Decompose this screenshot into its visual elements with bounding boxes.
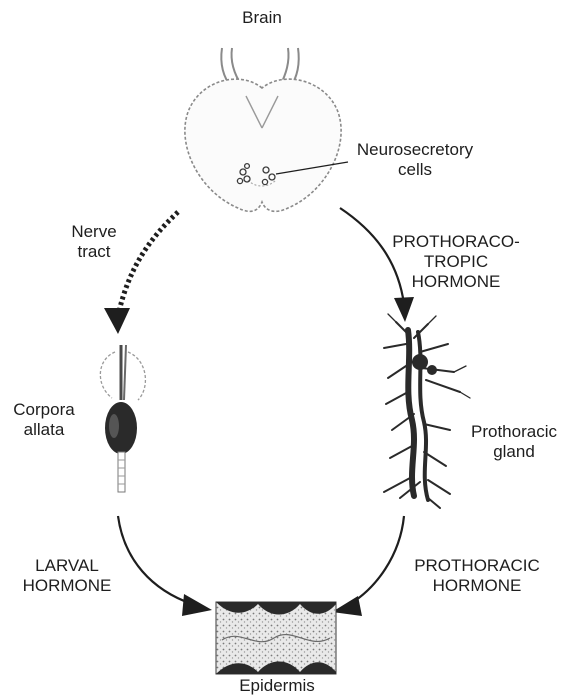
brain-label: Brain [222, 8, 302, 28]
larval-hormone-arrow [118, 516, 192, 604]
corpora-allata-label: Corpora allata [4, 400, 84, 440]
nerve-tract-label: Nerve tract [54, 222, 134, 262]
prothoracic-gland-drawing [384, 314, 470, 508]
prothoracic-gland-label: Prothoracic gland [462, 422, 566, 462]
epidermis-drawing [216, 602, 336, 674]
brain-drawing [185, 48, 341, 211]
epidermis-label: Epidermis [222, 676, 332, 696]
neurosecretory-cells-label: Neurosecretory cells [340, 140, 490, 180]
corpora-allata-drawing [100, 345, 145, 492]
prothoracic-hormone-label: PROTHORACIC HORMONE [402, 556, 552, 596]
prothoracic-hormone-arrow [350, 516, 404, 604]
prothoracotropic-hormone-label: PROTHORACO- TROPIC HORMONE [386, 232, 526, 292]
ptth-arrowhead [394, 297, 414, 322]
larval-hormone-arrowhead [182, 594, 212, 616]
nerve-tract-arrowhead [104, 308, 130, 334]
larval-hormone-label: LARVAL HORMONE [12, 556, 122, 596]
